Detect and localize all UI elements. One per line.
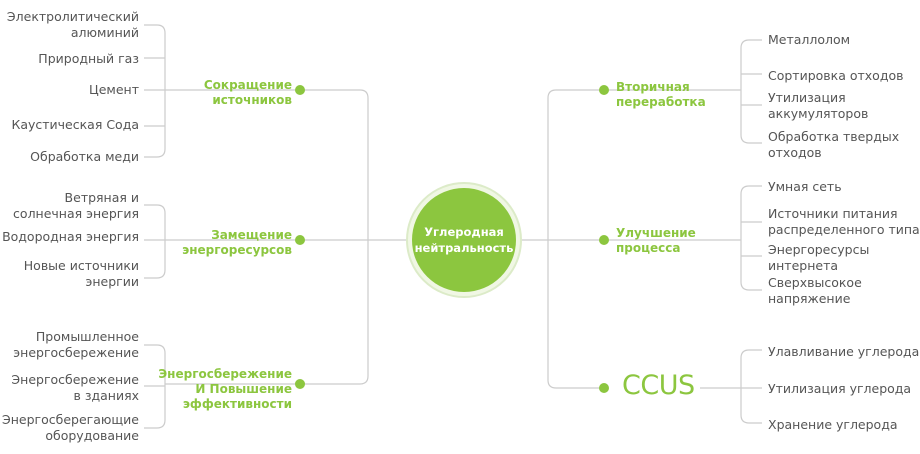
category-dot: [295, 85, 305, 95]
leaf-item: Энергоресурсы интернета: [768, 242, 870, 273]
leaf-item: Электролитический алюминий: [6, 9, 139, 40]
leaf-item: Ветряная и солнечная энергия: [13, 190, 139, 221]
category-dot: [599, 383, 609, 393]
leaf-item: Сверхвысокое напряжение: [768, 275, 862, 306]
leaf-item: Хранение углерода: [768, 417, 898, 432]
leaf-item: Сортировка отходов: [768, 68, 904, 83]
category-dot: [599, 85, 609, 95]
leaf-item: Источники питания распределенного типа: [768, 206, 920, 237]
leaf-item: Новые источники энергии: [23, 258, 139, 289]
category-source-reduction: Сокращение источников: [203, 78, 292, 107]
leaf-item: Цемент: [89, 82, 139, 97]
leaf-item: Металлолом: [768, 32, 851, 47]
category-recycling: Вторичная переработка: [616, 80, 706, 109]
center-hub-label: Углеродная нейтральность: [414, 225, 514, 255]
leaf-item: Энергосберегающие оборудование: [2, 412, 139, 443]
leaf-item: Утилизация углерода: [768, 381, 912, 396]
leaf-item: Обработка меди: [30, 149, 139, 164]
connector-right-trunk: [547, 89, 604, 389]
bracket-right-group-3: [740, 349, 762, 424]
leaf-item: Умная сеть: [768, 179, 842, 194]
leaf-item: Энергосбережение в зданиях: [11, 372, 139, 403]
bracket-left-group-3: [144, 344, 166, 429]
connector-left-trunk: [300, 89, 369, 385]
leaf-item: Каустическая Сода: [11, 117, 139, 132]
category-ccus: CCUS: [622, 370, 695, 401]
bracket-left-group-2: [144, 204, 166, 279]
center-hub: Углеродная нейтральность: [412, 188, 516, 292]
category-process-improvement: Улучшение процесса: [616, 226, 696, 255]
leaf-item: Утилизация аккумуляторов: [768, 90, 869, 121]
leaf-item: Промышленное энергосбережение: [13, 329, 139, 360]
category-energy-substitution: Замещение энергоресурсов: [182, 228, 292, 257]
category-dot: [599, 235, 609, 245]
leaf-item: Улавливание углерода: [768, 344, 920, 359]
bracket-right-group-1: [740, 39, 762, 144]
category-energy-saving: Энергосбережение И Повышение эффективнос…: [158, 367, 292, 411]
leaf-item: Природный газ: [38, 51, 139, 66]
category-dot: [295, 379, 305, 389]
category-dot: [295, 235, 305, 245]
leaf-item: Обработка твердых отходов: [768, 129, 900, 160]
bracket-left-group-1: [144, 24, 166, 158]
bracket-right-group-2: [740, 185, 762, 291]
leaf-item: Водородная энергия: [2, 229, 139, 244]
